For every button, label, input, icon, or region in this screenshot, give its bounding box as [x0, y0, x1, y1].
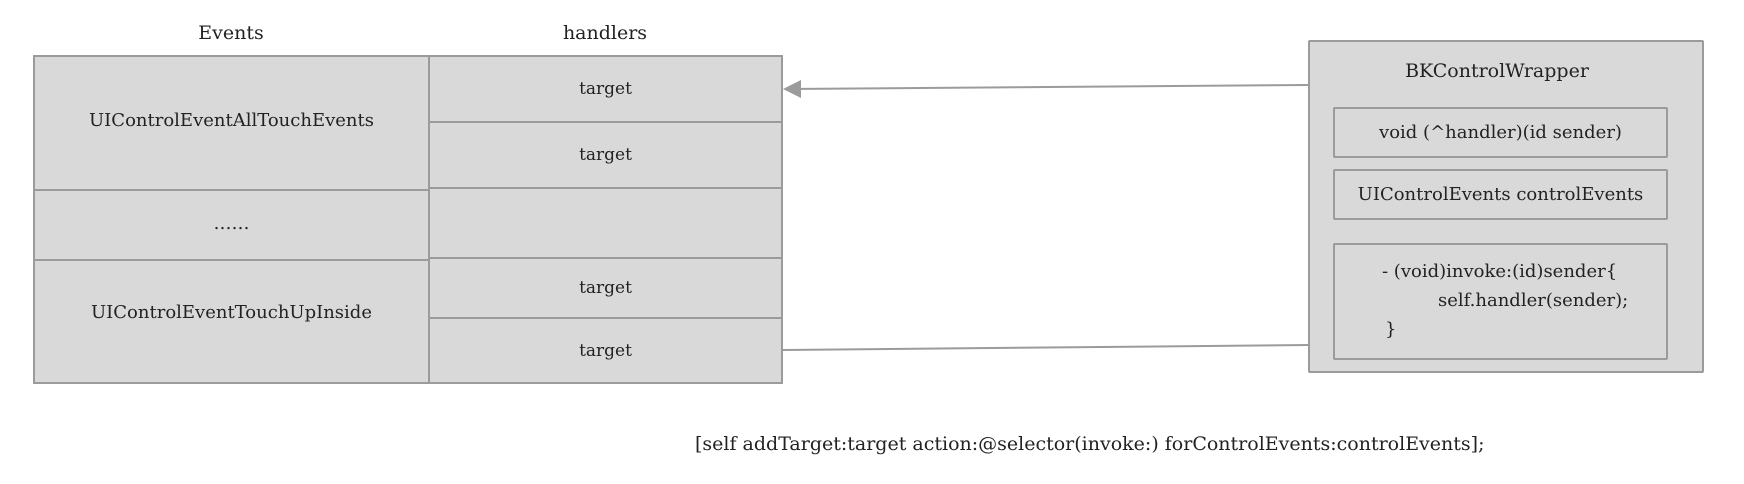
handler-cell: target [428, 55, 783, 123]
event-cell-ellipsis: …… [33, 189, 430, 261]
control-events-property-box: UIControlEvents controlEvents [1333, 169, 1668, 220]
line-from-last-target [782, 344, 1311, 351]
invoke-method-box: - (void)invoke:(id)sender{ self.handler(… [1333, 243, 1668, 360]
event-label: …… [213, 212, 250, 234]
control-events-property-label: UIControlEvents controlEvents [1357, 184, 1644, 205]
bk-control-wrapper-box: BKControlWrapper void (^handler)(id send… [1308, 40, 1704, 373]
handler-cell: target [428, 257, 783, 319]
event-cell-all-touch-events: UIControlEventAllTouchEvents [33, 55, 430, 191]
handler-cell: target [428, 317, 783, 384]
handlers-header: handlers [562, 22, 648, 44]
handler-label: target [579, 145, 632, 165]
method-body: self.handler(sender); [1438, 290, 1629, 311]
method-signature: - (void)invoke:(id)sender{ [1382, 261, 1618, 282]
add-target-caption: [self addTarget:target action:@selector(… [695, 433, 1485, 455]
handler-cell: target [428, 121, 783, 189]
arrowhead-icon [783, 80, 801, 98]
wrapper-title: BKControlWrapper [1405, 60, 1589, 82]
handler-label: target [579, 278, 632, 298]
event-cell-touch-up-inside: UIControlEventTouchUpInside [33, 259, 430, 384]
event-label: UIControlEventAllTouchEvents [89, 109, 374, 131]
event-label: UIControlEventTouchUpInside [91, 302, 372, 323]
events-header: Events [198, 22, 264, 44]
method-closing-brace: } [1385, 319, 1397, 340]
handler-property-box: void (^handler)(id sender) [1333, 107, 1668, 158]
handler-property-label: void (^handler)(id sender) [1379, 122, 1622, 143]
handler-label: target [579, 340, 632, 361]
arrow-to-first-target [784, 82, 1311, 95]
handler-label: target [579, 79, 632, 99]
